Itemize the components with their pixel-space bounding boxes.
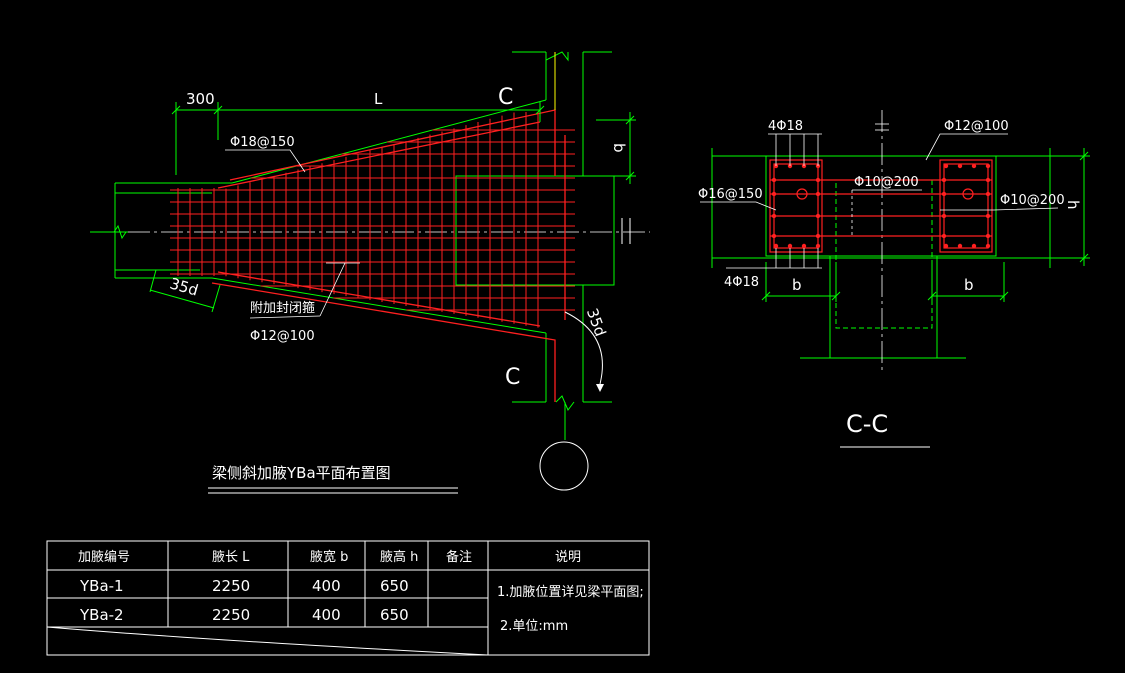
label-phi10-mid: Φ10@200 bbox=[854, 175, 919, 190]
dim-b bbox=[596, 112, 636, 184]
rebar-dot bbox=[941, 191, 947, 197]
section-rebar bbox=[769, 159, 993, 253]
rebar-dot bbox=[815, 213, 821, 219]
rebar-dot bbox=[771, 177, 777, 183]
label-h: h bbox=[1064, 200, 1082, 210]
row2-width: 400 bbox=[312, 606, 341, 624]
row1-length: 2250 bbox=[212, 577, 250, 595]
label-phi12: Φ12@100 bbox=[944, 119, 1009, 134]
label-phi16: Φ16@150 bbox=[698, 187, 763, 202]
section-title: C-C bbox=[846, 410, 888, 438]
haunch-rebar bbox=[170, 112, 575, 328]
rebar-dot bbox=[985, 233, 991, 239]
center-mark bbox=[621, 218, 631, 244]
header-remark: 备注 bbox=[446, 549, 472, 565]
leader-4phi18-bottom bbox=[726, 248, 822, 269]
label-phi10-right: Φ10@200 bbox=[1000, 193, 1065, 208]
rebar-dot bbox=[815, 233, 821, 239]
section-mark-bottom: C bbox=[505, 365, 520, 390]
rebar-dot bbox=[771, 233, 777, 239]
rebar-dot bbox=[815, 177, 821, 183]
plan-title: 梁侧斜加腋YBa平面布置图 bbox=[212, 464, 391, 482]
label-top-rebar: Φ18@150 bbox=[230, 135, 295, 150]
leader-phi10-right bbox=[940, 207, 1059, 211]
rebar-dot bbox=[985, 163, 991, 169]
section-mark-top: C bbox=[498, 85, 513, 110]
dim-300-label: 300 bbox=[186, 90, 215, 108]
dim-top bbox=[171, 102, 545, 175]
rebar-dot bbox=[985, 243, 991, 249]
label-b-right: b bbox=[964, 276, 974, 294]
row2-height: 650 bbox=[380, 606, 409, 624]
rebar-dots bbox=[771, 163, 991, 249]
row1-id: YBa-1 bbox=[79, 577, 124, 595]
rebar-dot bbox=[941, 213, 947, 219]
label-stirrup-cn: 附加封闭箍 bbox=[250, 300, 315, 316]
table-row: YBa-1 2250 400 650 bbox=[79, 577, 409, 595]
column-outline bbox=[512, 51, 612, 440]
row2-id: YBa-2 bbox=[79, 606, 124, 624]
rebar-dot bbox=[773, 243, 779, 249]
axis-bubble bbox=[539, 441, 589, 491]
header-height: 腋高 h bbox=[380, 549, 418, 565]
rebar-dot bbox=[957, 243, 963, 249]
leader-stirrup bbox=[249, 262, 360, 319]
section-dim-b bbox=[761, 262, 1009, 302]
rebar-dot bbox=[941, 233, 947, 239]
label-b-left: b bbox=[792, 276, 802, 294]
label-35d-right: 35d bbox=[583, 306, 610, 339]
row2-length: 2250 bbox=[212, 606, 250, 624]
rebar-dot bbox=[985, 213, 991, 219]
rebar-dot bbox=[771, 213, 777, 219]
label-4phi18-top: 4Φ18 bbox=[768, 119, 803, 134]
rebar-dot bbox=[971, 163, 977, 169]
rebar-dot bbox=[985, 177, 991, 183]
rebar-dot bbox=[771, 191, 777, 197]
rebar-dot bbox=[941, 177, 947, 183]
header-note: 说明 bbox=[555, 550, 581, 565]
header-width: 腋宽 b bbox=[310, 549, 348, 565]
rebar-dot bbox=[943, 243, 949, 249]
dim-l-label: L bbox=[374, 90, 383, 108]
table-row: YBa-2 2250 400 650 bbox=[79, 606, 409, 624]
note-1: 1.加腋位置详见梁平面图; bbox=[497, 585, 644, 600]
column-box bbox=[455, 175, 615, 286]
rebar-dot bbox=[801, 243, 807, 249]
header-id: 加腋编号 bbox=[78, 550, 130, 565]
dim-35d-left bbox=[149, 269, 221, 313]
rebar-dot bbox=[957, 163, 963, 169]
leader-phi12 bbox=[925, 133, 1008, 161]
arc-arrow bbox=[596, 384, 604, 392]
haunch-table: 加腋编号 腋长 L 腋宽 b 腋高 h 备注 说明 YBa-1 2250 400… bbox=[46, 540, 650, 656]
arc-35d bbox=[564, 311, 603, 385]
rebar-dot bbox=[815, 243, 821, 249]
table-header-row: 加腋编号 腋长 L 腋宽 b 腋高 h 备注 说明 bbox=[78, 549, 581, 565]
table-grid bbox=[46, 540, 650, 656]
section-view: b b h 4Φ18 Φ12@100 Φ16@150 Φ10@200 Φ10@2… bbox=[698, 110, 1090, 448]
rebar-dot bbox=[787, 243, 793, 249]
row1-width: 400 bbox=[312, 577, 341, 595]
leader-phi16 bbox=[700, 201, 777, 211]
column-hidden bbox=[835, 179, 933, 329]
rebar-dot bbox=[971, 243, 977, 249]
leader-4phi18-top bbox=[768, 133, 822, 166]
dim-b-label: b bbox=[610, 143, 628, 153]
rebar-dot bbox=[943, 163, 949, 169]
rebar-dot bbox=[815, 191, 821, 197]
label-4phi18-bottom: 4Φ18 bbox=[724, 275, 759, 290]
header-length: 腋长 L bbox=[212, 550, 250, 565]
label-stirrup-spec: Φ12@100 bbox=[250, 329, 315, 344]
leader-phi18 bbox=[225, 149, 306, 173]
plan-view: 300 L C b Φ18@150 35d 35d bbox=[90, 51, 650, 494]
row1-height: 650 bbox=[380, 577, 409, 595]
rebar-dot bbox=[985, 191, 991, 197]
note-2: 2.单位:mm bbox=[500, 619, 568, 634]
